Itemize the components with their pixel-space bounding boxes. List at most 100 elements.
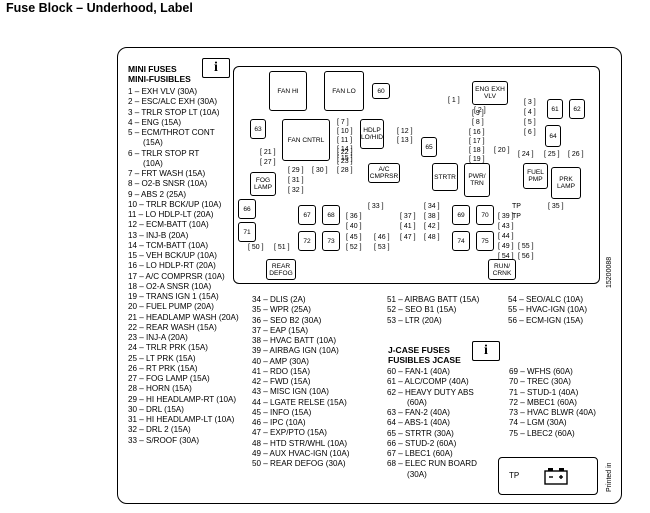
relay-fuel-pmp: FUEL PMP: [523, 163, 548, 189]
mini-fuse-51: [ 51 ]: [274, 244, 290, 251]
list-item: 75 – LBEC2 (60A): [509, 428, 575, 438]
list-item: 1 – EXH VLV (30A): [128, 87, 198, 96]
mini-fuse-43: [ 43 ]: [498, 223, 514, 230]
mini-fuse-9: [ 9 ]: [472, 110, 484, 117]
mini-fuse-49: [ 49 ]: [498, 243, 514, 250]
relay-rear-defog: REAR DEFOG: [266, 259, 296, 280]
mini-fuse-48: [ 48 ]: [424, 234, 440, 241]
mini-fuse-3: [ 3 ]: [524, 99, 536, 106]
list-item: 35 – WPR (25A): [252, 305, 311, 315]
jcase-fuse-63: 63: [250, 119, 266, 139]
list-item: 74 – LGM (30A): [509, 418, 567, 428]
mini-fuse-54: [ 54 ]: [498, 253, 514, 260]
list-item: 72 – MBEC1 (60A): [509, 397, 577, 407]
list-item: 62 – HEAVY DUTY ABS: [387, 387, 474, 397]
jcase-fuse-68: 68: [322, 205, 340, 225]
mini-fuse-50: [ 50 ]: [248, 244, 264, 251]
list-item: 42 – FWD (15A): [252, 377, 311, 386]
list-item: 33 – S/ROOF (30A): [128, 435, 200, 445]
list-item: 39 – AIRBAG IGN (10A): [252, 346, 339, 356]
list-item: 13 – INJ-B (20A): [128, 230, 189, 240]
mini-fuse-32: [ 32 ]: [288, 187, 304, 194]
mini-fusibles-title: MINI-FUSIBLES: [128, 74, 191, 84]
list-item: 65 – STRTR (30A): [387, 428, 454, 438]
list-item: 61 – ALC/COMP (40A): [387, 377, 469, 387]
list-item: 64 – ABS-1 (40A): [387, 418, 450, 428]
list-item: (30A): [407, 469, 427, 479]
mini-fuse-42: [ 42 ]: [424, 223, 440, 230]
list-item: 10 – TRLR BCK/UP (10A): [128, 199, 222, 209]
jcase-fuses-title: J-CASE FUSES: [388, 345, 450, 355]
mini-fuse-53: [ 53 ]: [374, 244, 390, 251]
list-item: 47 – EXP/PTO (15A): [252, 428, 327, 438]
relay-eng-exh-vlv: ENG EXH VLV: [472, 81, 508, 105]
list-item: (60A): [407, 397, 427, 407]
mini-fuse-10: [ 10 ]: [337, 128, 353, 135]
mini-fuse-56: [ 56 ]: [518, 253, 534, 260]
list-item: 31 – HI HEADLAMP-LT (10A): [128, 415, 235, 424]
fuse-list-col4: 54 – SEO/ALC (10A) 55 – HVAC-IGN (10A) 5…: [508, 295, 587, 326]
list-item: 22 – REAR WASH (15A): [128, 322, 217, 332]
mini-fuse-8: [ 8 ]: [472, 119, 484, 126]
mini-fuse-30: [ 30 ]: [312, 167, 328, 174]
mini-fuse-13: [ 13 ]: [397, 137, 413, 144]
list-item: 19 – TRANS IGN 1 (15A): [128, 292, 219, 301]
relay-fan-hi: FAN HI: [269, 71, 307, 111]
mini-fuse-19: [ 19 ]: [469, 156, 485, 163]
list-item: 36 – SEO B2 (30A): [252, 315, 322, 325]
list-item: 2 – ESC/ALC EXH (30A): [128, 97, 218, 107]
list-item: 18 – O2-A SNSR (10A): [128, 281, 212, 291]
mini-fuse-4: [ 4 ]: [524, 109, 536, 116]
relay-fan-cntrl: FAN CNTRL: [282, 119, 330, 161]
list-item: 34 – DLIS (2A): [252, 295, 306, 304]
relay-run-crnk: RUN/ CRNK: [488, 259, 516, 280]
mini-fuse-44: [ 44 ]: [498, 233, 514, 240]
fuse-list-col3: 51 – AIRBAG BATT (15A) 52 – SEO B1 (15A)…: [387, 295, 479, 326]
mini-fuse-7: [ 7 ]: [337, 119, 349, 126]
list-item: 5 – ECM/THROT CONT: [128, 128, 215, 137]
mini-fuse-29: [ 29 ]: [288, 167, 304, 174]
list-item: 15 – VEH BCK/UP (10A): [128, 251, 217, 260]
jcase-fuse-66: 66: [238, 199, 256, 219]
owners-manual-icon: i: [202, 58, 230, 78]
mini-fuse-39: [ 39 ]: [498, 213, 514, 220]
jcase-fuse-67: 67: [298, 205, 316, 225]
list-item: 51 – AIRBAG BATT (15A): [387, 295, 480, 304]
mini-fuse-38: [ 38 ]: [424, 213, 440, 220]
list-item: 26 – RT PRK (15A): [128, 363, 198, 373]
mini-fuse-31: [ 31 ]: [288, 177, 304, 184]
list-item: 23 – INJ-A (20A): [128, 333, 188, 342]
jcase-list-col2: 69 – WFHS (60A) 70 – TREC (30A) 71 – STU…: [509, 367, 596, 439]
list-item: 24 – TRLR PRK (15A): [128, 343, 208, 353]
list-item: 63 – FAN-2 (40A): [387, 408, 450, 417]
fuse-list-col1: 1 – EXH VLV (30A) 2 – ESC/ALC EXH (30A) …: [128, 87, 239, 446]
list-item: 28 – HORN (15A): [128, 384, 192, 394]
relay-ac-cmprsr: A/C CMPRSR: [368, 163, 400, 183]
mini-fuse-47: [ 47 ]: [400, 234, 416, 241]
list-item: 21 – HEADLAMP WASH (20A): [128, 312, 239, 322]
mini-fuse-23: [ 23 ]: [337, 158, 353, 165]
jcase-fuse-65: 65: [421, 137, 437, 157]
list-item: 3 – TRLR STOP LT (10A): [128, 107, 220, 117]
test-point-box: TP: [498, 457, 598, 495]
relay-fan-lo: FAN LO: [324, 71, 364, 111]
relay-prk-lamp: PRK LAMP: [551, 167, 581, 199]
list-item: 45 – INFO (15A): [252, 407, 312, 417]
list-item: 69 – WFHS (60A): [509, 367, 573, 376]
list-item: 25 – LT PRK (15A): [128, 353, 196, 363]
fuse-list-col2: 34 – DLIS (2A) 35 – WPR (25A) 36 – SEO B…: [252, 295, 349, 469]
relay-hdlp: HDLP LO/HID: [360, 119, 384, 149]
mini-fuse-27: [ 27 ]: [260, 159, 276, 166]
list-item: 73 – HVAC BLWR (40A): [509, 408, 596, 417]
relay-pwr-trn: PWR/ TRN: [464, 163, 490, 197]
mini-fuse-55: [ 55 ]: [518, 243, 534, 250]
list-item: 40 – AMP (30A): [252, 356, 309, 366]
mini-fuse-37: [ 37 ]: [400, 213, 416, 220]
jcase-fuse-60: 60: [372, 83, 390, 99]
list-item: 66 – STUD-2 (60A): [387, 438, 457, 448]
list-item: 17 – A/C COMPRSR (10A): [128, 271, 225, 281]
jcase-list-col1: 60 – FAN-1 (40A) 61 – ALC/COMP (40A) 62 …: [387, 367, 477, 480]
owners-manual-icon: i: [472, 341, 500, 361]
list-item: 67 – LBEC1 (60A): [387, 449, 453, 458]
test-point-a: TP: [512, 203, 521, 210]
